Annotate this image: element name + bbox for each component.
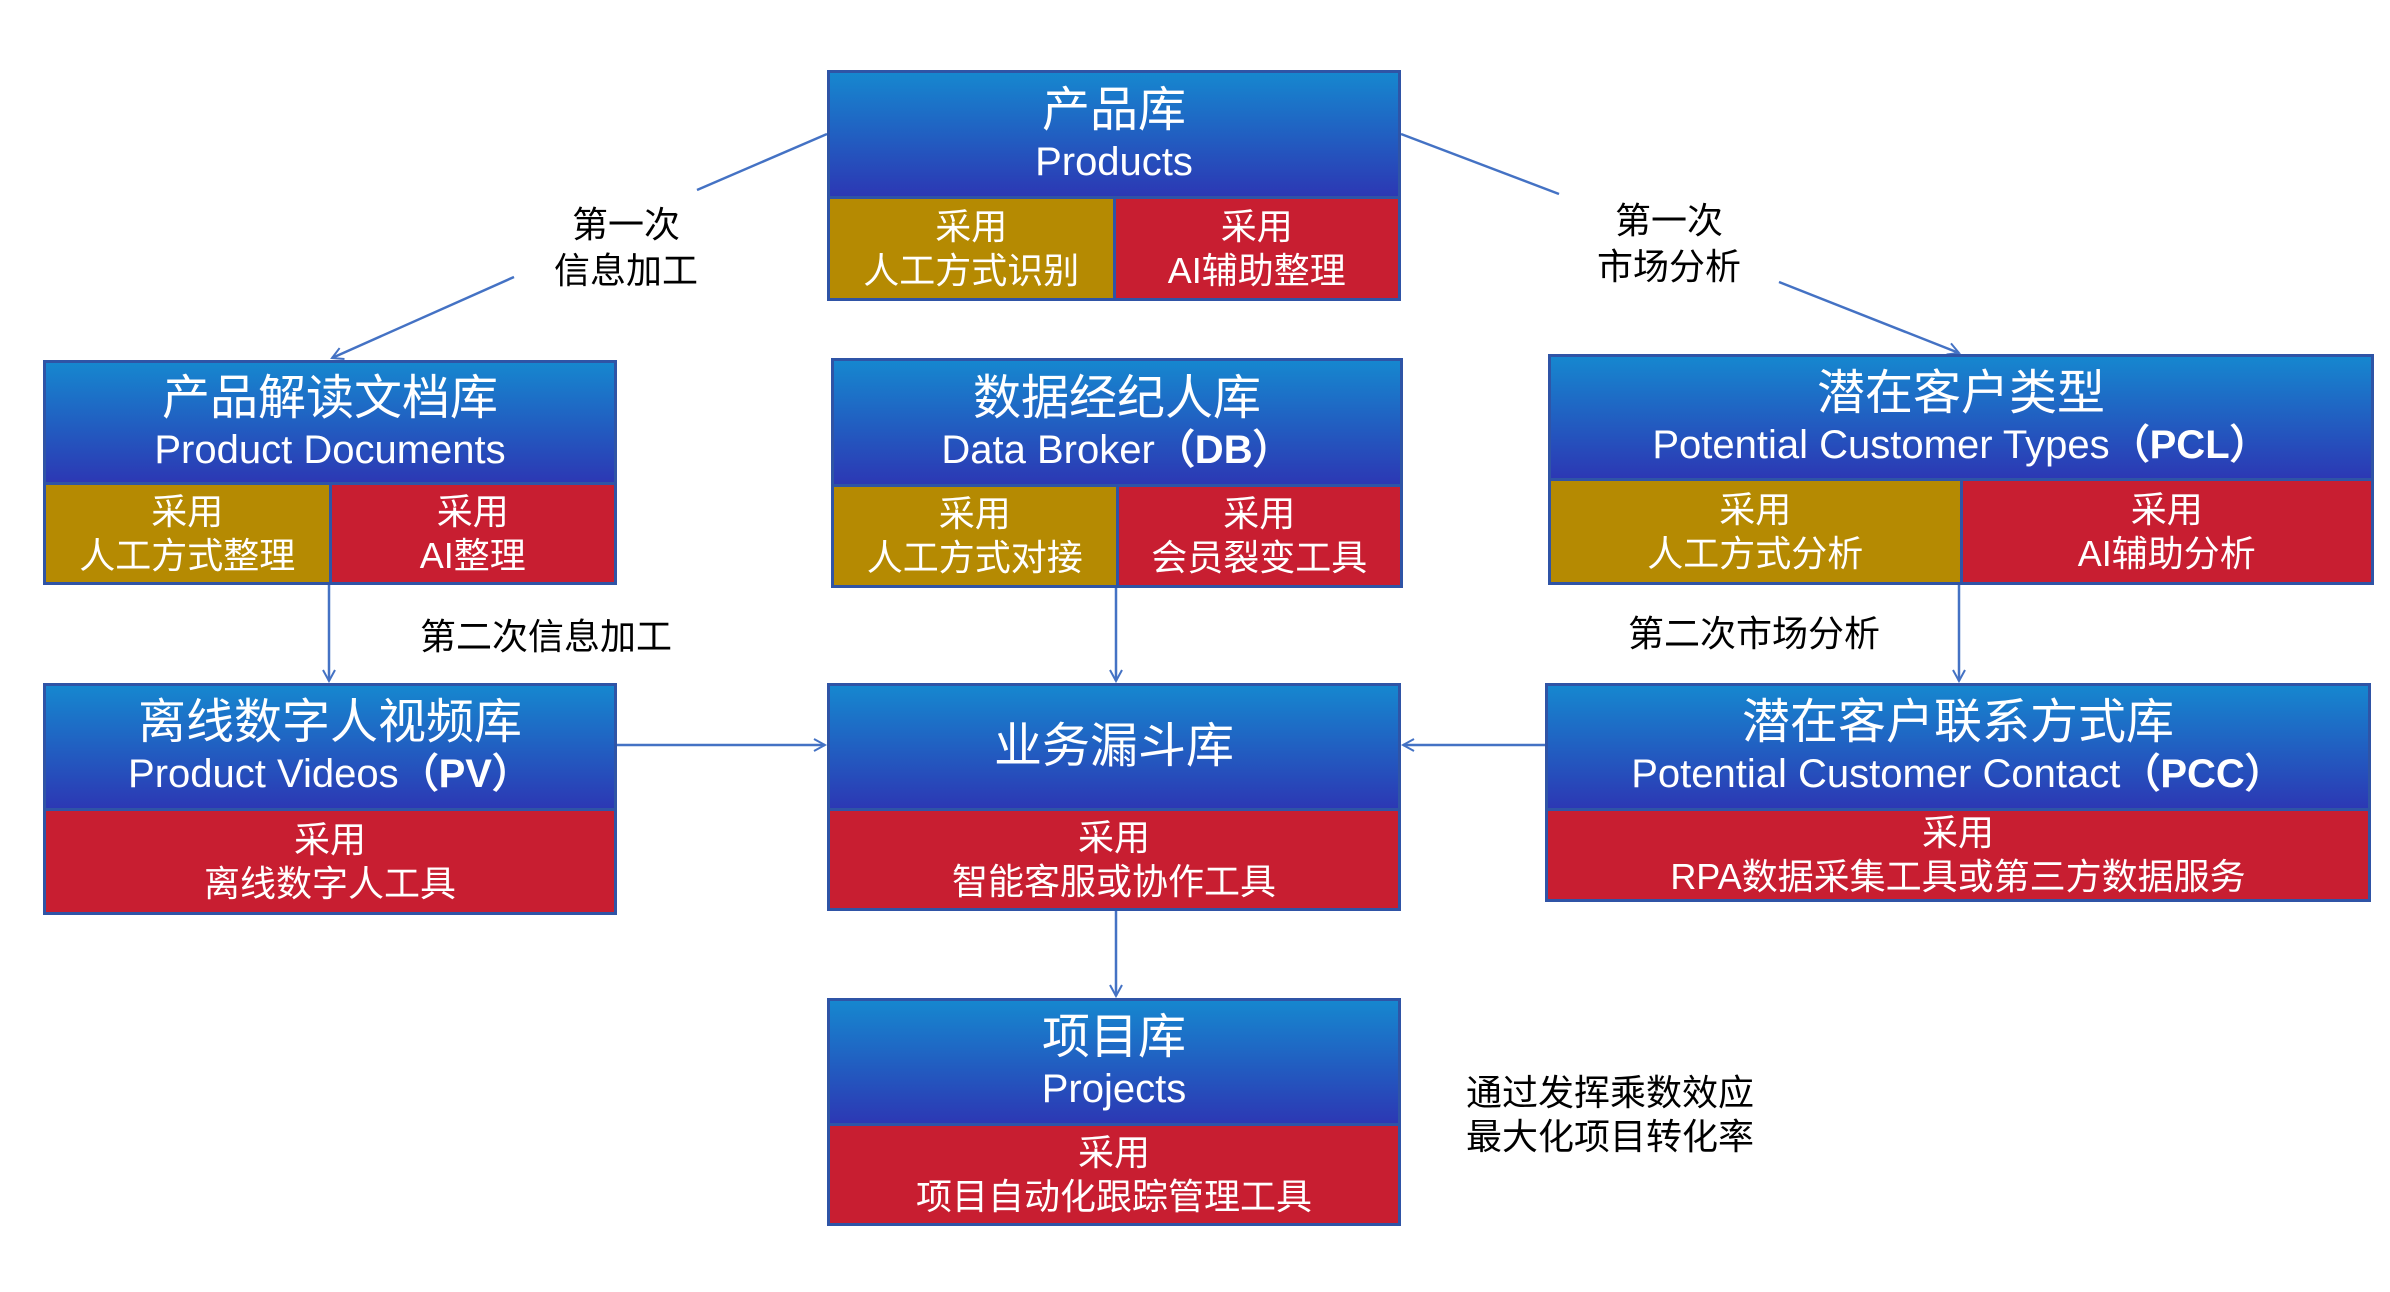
method-line1: 采用 xyxy=(1220,205,1293,247)
label-line2: 市场分析 xyxy=(1596,246,1741,287)
manual-method: 采用人工方式对接 xyxy=(834,487,1119,585)
node-projects: 项目库 Projects 采用项目自动化跟踪管理工具 xyxy=(827,998,1401,1226)
node-subtitle: Potential Customer Contact（PCC） xyxy=(1631,750,2285,798)
method-line1: 采用 xyxy=(1921,812,1994,853)
node-title: 潜在客户联系方式库 xyxy=(1741,696,2174,749)
subtitle-abbr: （PCC） xyxy=(2120,752,2285,796)
subtitle-abbr: （PV） xyxy=(398,752,532,796)
method-line2: 会员裂变工具 xyxy=(1151,537,1368,578)
method-line1: 采用 xyxy=(1223,493,1296,534)
node-subtitle: Products xyxy=(1035,139,1193,184)
method-line1: 采用 xyxy=(436,490,509,532)
method-line2: 人工方式分析 xyxy=(1647,532,1864,574)
label-second-info-processing: 第二次信息加工 xyxy=(419,616,672,657)
note-line2: 最大化项目转化率 xyxy=(1466,1116,1755,1157)
label-line1: 第一次 xyxy=(571,204,680,245)
subtitle-abbr: （PCL） xyxy=(2109,422,2270,467)
method-line1: 采用 xyxy=(938,493,1011,534)
method-line2: AI辅助分析 xyxy=(2077,532,2256,574)
subtitle-text: Product Videos xyxy=(128,752,399,796)
method-line2: 人工方式整理 xyxy=(79,534,296,576)
method-line2: 离线数字人工具 xyxy=(203,862,456,904)
node-data-broker: 数据经纪人库 Data Broker（DB） 采用人工方式对接 采用会员裂变工具 xyxy=(831,358,1403,588)
node-header: 业务漏斗库 xyxy=(830,686,1398,811)
node-header: 离线数字人视频库 Product Videos（PV） xyxy=(46,686,614,811)
tool-method: 采用离线数字人工具 xyxy=(46,811,614,912)
method-line1: 采用 xyxy=(293,818,366,860)
node-potential-customer-contact: 潜在客户联系方式库 Potential Customer Contact（PCC… xyxy=(1545,683,2371,902)
method-line2: RPA数据采集工具或第三方数据服务 xyxy=(1670,856,2246,897)
method-line1: 采用 xyxy=(935,205,1008,247)
arrow-to-pcl xyxy=(1778,280,1959,353)
node-title: 离线数字人视频库 xyxy=(137,696,522,749)
node-subtitle: Potential Customer Types（PCL） xyxy=(1652,421,2269,469)
label-first-info-processing: 第一次 信息加工 xyxy=(526,202,726,294)
node-title: 产品库 xyxy=(1041,83,1186,137)
node-header: 产品解读文档库 Product Documents xyxy=(46,363,614,485)
node-header: 项目库 Projects xyxy=(830,1001,1398,1126)
arrow-to-documents xyxy=(332,275,515,358)
node-header: 数据经纪人库 Data Broker（DB） xyxy=(834,361,1400,487)
method-line2: 智能客服或协作工具 xyxy=(951,860,1276,902)
method-line1: 采用 xyxy=(1077,816,1150,858)
line-products-to-label-left xyxy=(696,132,828,192)
node-title: 产品解读文档库 xyxy=(161,371,498,425)
note-multiplier-effect: 通过发挥乘数效应 最大化项目转化率 xyxy=(1466,1071,1754,1159)
tool-method: 采用项目自动化跟踪管理工具 xyxy=(830,1126,1398,1223)
method-line2: 项目自动化跟踪管理工具 xyxy=(915,1175,1312,1217)
method-line2: AI整理 xyxy=(419,534,526,576)
method-line1: 采用 xyxy=(151,490,224,532)
tool-method: 采用会员裂变工具 xyxy=(1118,487,1400,585)
subtitle-abbr: （DB） xyxy=(1154,427,1293,472)
node-header: 潜在客户类型 Potential Customer Types（PCL） xyxy=(1551,357,2371,481)
node-subtitle: Product Videos（PV） xyxy=(128,750,532,798)
node-title: 数据经纪人库 xyxy=(972,371,1261,425)
label-second-market-analysis: 第二次市场分析 xyxy=(1627,613,1880,654)
method-line2: 人工方式识别 xyxy=(863,249,1080,291)
node-subtitle: Projects xyxy=(1041,1067,1187,1111)
node-title: 业务漏斗库 xyxy=(993,720,1234,773)
node-header: 潜在客户联系方式库 Potential Customer Contact（PCC… xyxy=(1548,686,2368,811)
node-potential-customer-types: 潜在客户类型 Potential Customer Types（PCL） 采用人… xyxy=(1548,354,2374,585)
method-line1: 采用 xyxy=(1077,1131,1150,1173)
label-line2: 信息加工 xyxy=(553,250,698,291)
subtitle-text: Potential Customer Types xyxy=(1652,422,2110,467)
method-line1: 采用 xyxy=(1719,488,1792,530)
node-product-videos: 离线数字人视频库 Product Videos（PV） 采用离线数字人工具 xyxy=(43,683,617,915)
node-title: 潜在客户类型 xyxy=(1816,366,2105,420)
node-title: 项目库 xyxy=(1041,1011,1186,1064)
node-header: 产品库 Products xyxy=(830,73,1398,199)
subtitle-text: Potential Customer Contact xyxy=(1631,752,2121,796)
node-subtitle: Data Broker（DB） xyxy=(941,426,1292,474)
label-line1: 第一次 xyxy=(1614,200,1723,241)
method-line2: 人工方式对接 xyxy=(866,537,1083,578)
tool-method: 采用智能客服或协作工具 xyxy=(830,811,1398,908)
line-products-to-label-right xyxy=(1400,132,1560,196)
subtitle-text: Data Broker xyxy=(941,427,1155,472)
note-line1: 通过发挥乘数效应 xyxy=(1466,1072,1755,1113)
manual-method: 采用人工方式分析 xyxy=(1551,481,1963,582)
label-first-market-analysis: 第一次 市场分析 xyxy=(1569,198,1769,290)
node-subtitle: Product Documents xyxy=(154,427,506,472)
node-business-funnel: 业务漏斗库 采用智能客服或协作工具 xyxy=(827,683,1401,911)
method-line2: AI辅助整理 xyxy=(1167,249,1346,291)
manual-method: 采用人工方式识别 xyxy=(830,199,1116,298)
method-line1: 采用 xyxy=(2130,488,2203,530)
manual-method: 采用人工方式整理 xyxy=(46,485,332,582)
